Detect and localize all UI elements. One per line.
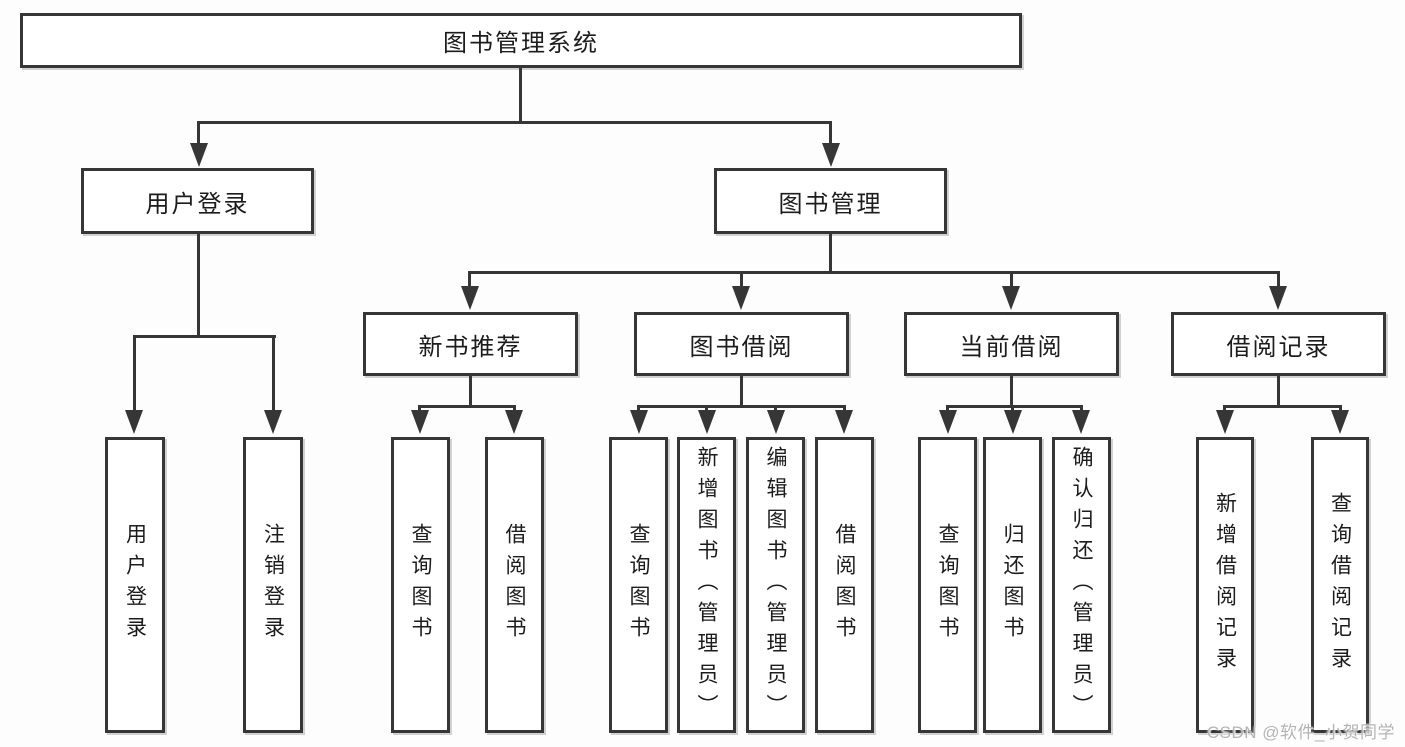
connector-line [705,405,708,413]
connector-line [946,405,1083,408]
leaf-logout: 注销登录 [243,437,303,733]
leaf-user-login-label: 用户登录 [123,523,147,647]
arrowhead [630,410,648,434]
connector-line [133,335,136,412]
connector-line [197,234,200,338]
leaf-return-books-label: 归还图书 [1001,523,1024,647]
leaf-add-books-admin-label: 新增图书（管理员） [695,445,718,725]
connector-line [1223,405,1226,413]
connector-line [513,405,516,413]
arrowhead [411,410,429,434]
arrowhead [264,410,282,434]
connector-line [1011,405,1014,413]
connector-line [418,405,516,408]
node-user-login: 用户登录 [81,168,314,234]
leaf-user-login: 用户登录 [105,437,165,733]
connector-line [272,335,275,412]
arrowhead [1269,286,1287,310]
node-new-book-recommendation: 新书推荐 [363,312,578,376]
leaf-return-books: 归还图书 [983,437,1042,733]
connector-line [829,234,832,274]
connector-line [1339,405,1342,413]
connector-line [468,271,1280,274]
connector-line [740,271,743,289]
leaf-logout-label: 注销登录 [261,523,285,647]
leaf-edit-books-admin: 编辑图书（管理员） [746,437,805,733]
connector-line [1080,405,1083,413]
arrowhead [732,286,750,310]
node-book-borrowing: 图书借阅 [634,312,849,376]
arrowhead [190,143,208,167]
leaf-query-books-borrowing-label: 查询图书 [627,523,650,647]
arrowhead [767,410,785,434]
csdn-watermark: CSDN @软件_小贺同学 [1206,723,1395,742]
leaf-query-borrow-record-label: 查询借阅记录 [1328,492,1352,678]
connector-line [946,405,949,413]
arrowhead [939,410,957,434]
leaf-borrow-books-recommend-label: 借阅图书 [503,523,526,647]
connector-line [1010,271,1013,289]
connector-line [418,405,421,413]
node-new-book-recommendation-label: 新书推荐 [418,333,523,361]
node-borrowing-records-label: 借阅记录 [1226,333,1331,361]
connector-line [197,121,200,147]
arrowhead [1072,410,1090,434]
leaf-confirm-return-admin: 确认归还（管理员） [1052,437,1111,733]
arrowhead [1004,410,1022,434]
node-root-label: 图书管理系统 [443,30,599,57]
connector-line [1277,376,1280,408]
node-user-login-label: 用户登录 [145,190,250,218]
leaf-confirm-return-admin-label: 确认归还（管理员） [1070,445,1093,725]
connector-line [197,121,832,124]
connector-line [1277,271,1280,289]
connector-line [740,376,743,408]
leaf-query-books-borrowing: 查询图书 [609,437,668,733]
leaf-borrow-books-borrowing: 借阅图书 [815,437,874,733]
connector-line [469,376,472,408]
connector-line [637,405,846,408]
leaf-borrow-books-recommend: 借阅图书 [485,437,544,733]
connector-line [843,405,846,413]
leaf-query-books-recommend-label: 查询图书 [409,523,432,647]
leaf-edit-books-admin-label: 编辑图书（管理员） [764,445,787,725]
node-current-borrowing: 当前借阅 [904,312,1119,376]
leaf-query-borrow-record: 查询借阅记录 [1311,437,1369,733]
arrowhead [1331,410,1349,434]
arrowhead [461,286,479,310]
node-book-management: 图书管理 [714,168,947,234]
arrowhead [125,410,143,434]
arrowhead [1216,410,1234,434]
leaf-query-books-current: 查询图书 [918,437,977,733]
node-root: 图书管理系统 [20,13,1022,68]
node-book-borrowing-label: 图书借阅 [689,333,794,361]
leaf-add-borrow-record: 新增借阅记录 [1196,437,1254,733]
connector-line [519,68,522,124]
leaf-add-borrow-record-label: 新增借阅记录 [1213,492,1237,678]
arrowhead [822,143,840,167]
leaf-add-books-admin: 新增图书（管理员） [677,437,736,733]
connector-line [1010,376,1013,408]
connector-line [774,405,777,413]
arrowhead [505,410,523,434]
connector-line [468,271,471,289]
leaf-query-books-current-label: 查询图书 [936,523,959,647]
connector-line [1223,405,1342,408]
node-book-management-label: 图书管理 [778,190,883,218]
connector-line [133,335,276,338]
arrowhead [1002,286,1020,310]
arrowhead [835,410,853,434]
arrowhead [698,410,716,434]
leaf-query-books-recommend: 查询图书 [391,437,450,733]
connector-line [829,121,832,147]
node-borrowing-records: 借阅记录 [1171,312,1386,376]
leaf-borrow-books-borrowing-label: 借阅图书 [833,523,856,647]
connector-line [637,405,640,413]
node-current-borrowing-label: 当前借阅 [959,333,1064,361]
